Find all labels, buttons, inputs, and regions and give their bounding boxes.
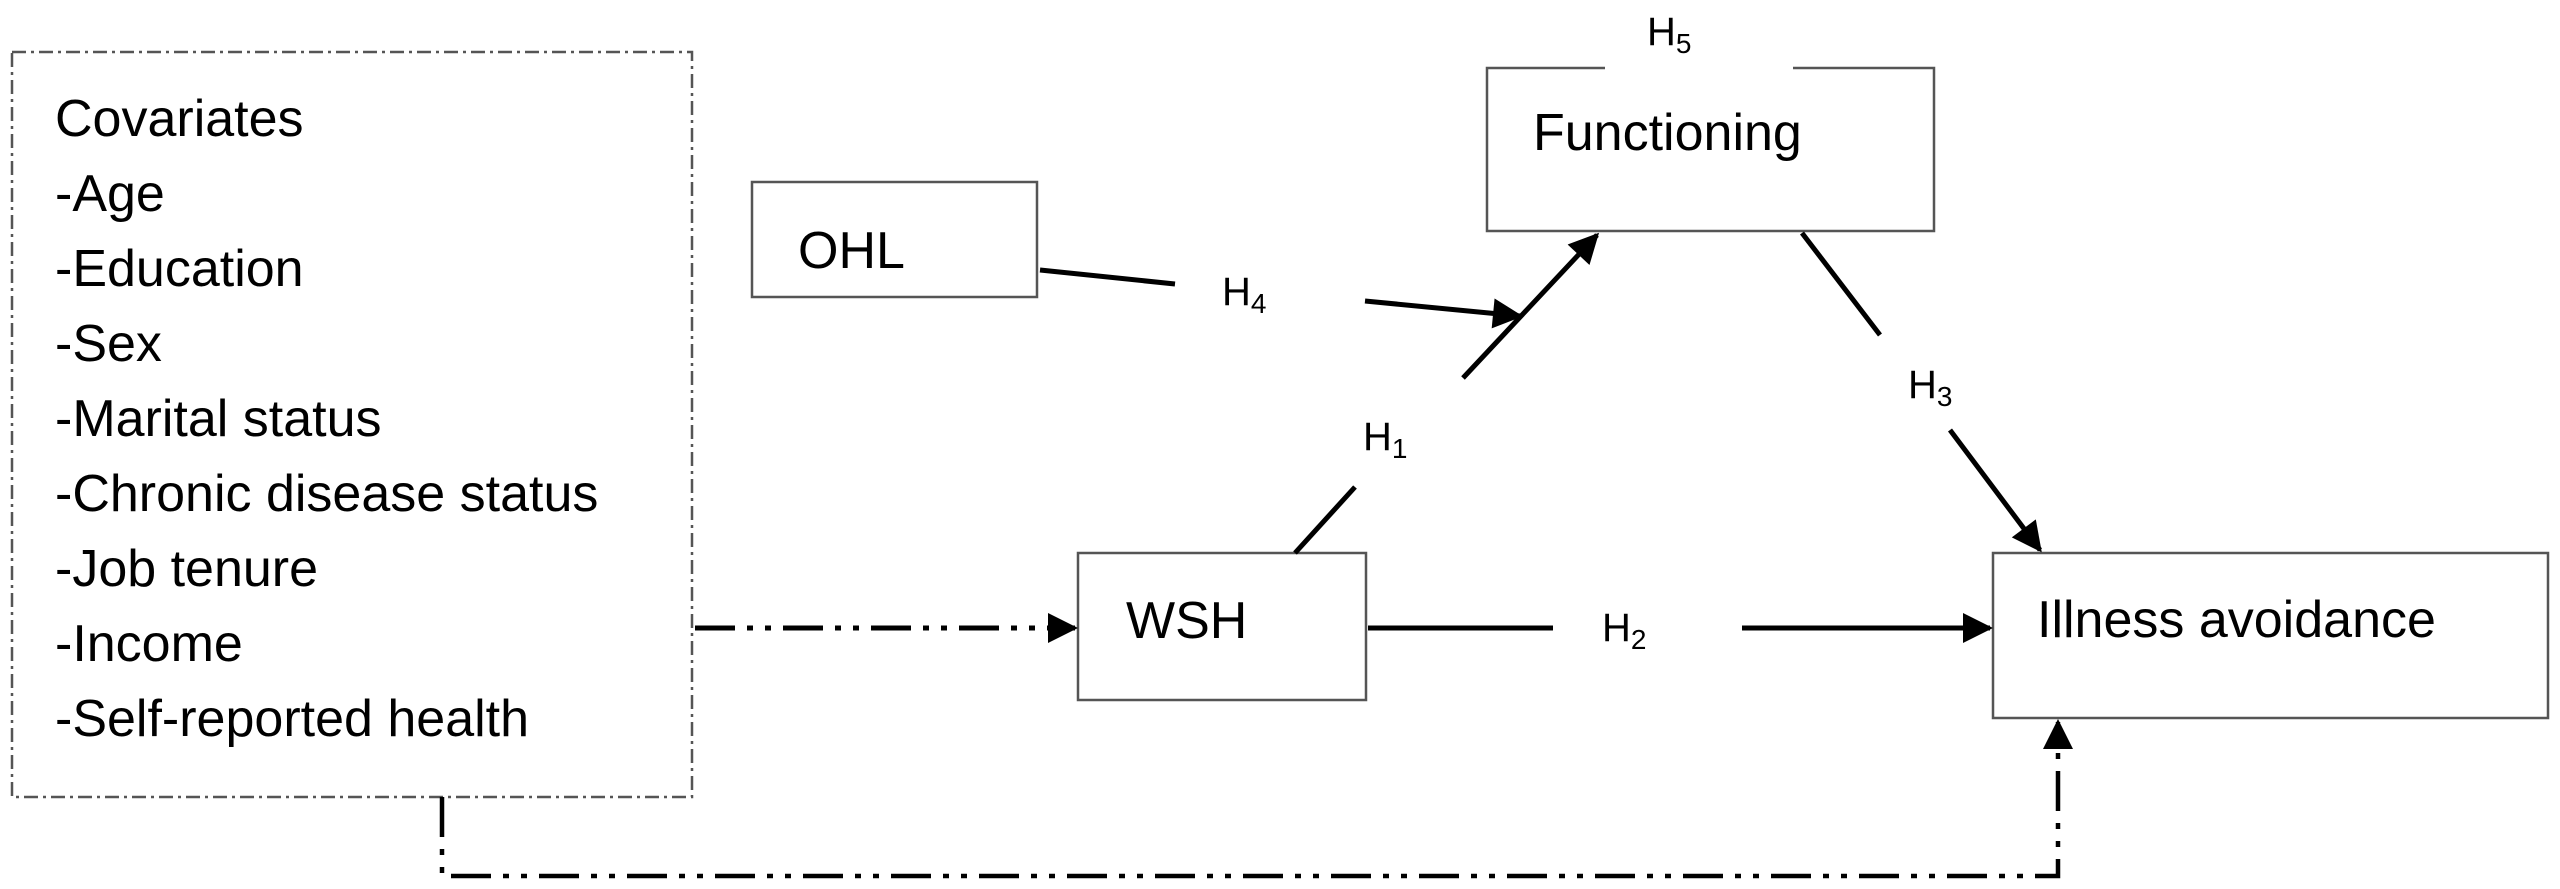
hypothesis-label-h1: H1 — [1363, 415, 1407, 464]
h4-path — [1039, 267, 1523, 329]
covariates-title: Covariates — [55, 90, 304, 148]
covariate-item: -Age — [55, 165, 165, 223]
hypothesis-label-h3: H3 — [1908, 363, 1952, 412]
covariate-item: -Sex — [55, 315, 162, 373]
ohl-box: OHL — [750, 180, 1039, 299]
covariate-item: -Job tenure — [55, 540, 318, 598]
covariate-item: -Education — [55, 240, 304, 298]
functioning-label: Functioning — [1533, 104, 1802, 162]
h3-path — [1800, 231, 2042, 553]
hypothesis-label-h5: H5 — [1647, 10, 1691, 59]
covariates-to-illness-avoidance-path — [439, 719, 2073, 879]
covariate-item: -Income — [55, 615, 243, 673]
h1-path — [1293, 232, 1600, 555]
covariate-item: -Chronic disease status — [55, 465, 598, 523]
hypothesis-label-h2: H2 — [1602, 606, 1646, 655]
hypothesis-label-h4: H4 — [1222, 270, 1266, 319]
covariate-item: -Marital status — [55, 390, 382, 448]
wsh-label: WSH — [1126, 592, 1247, 650]
wsh-box: WSH — [1076, 551, 1368, 702]
covariate-item: -Self-reported health — [55, 690, 529, 748]
illness-avoidance-label: Illness avoidance — [2037, 591, 2436, 649]
functioning-box: Functioning — [1485, 66, 1936, 233]
ohl-label: OHL — [798, 222, 905, 280]
covariates-box: Covariates -Age -Education -Sex -Marital… — [10, 50, 694, 799]
illness-avoidance-box: Illness avoidance — [1991, 551, 2550, 720]
